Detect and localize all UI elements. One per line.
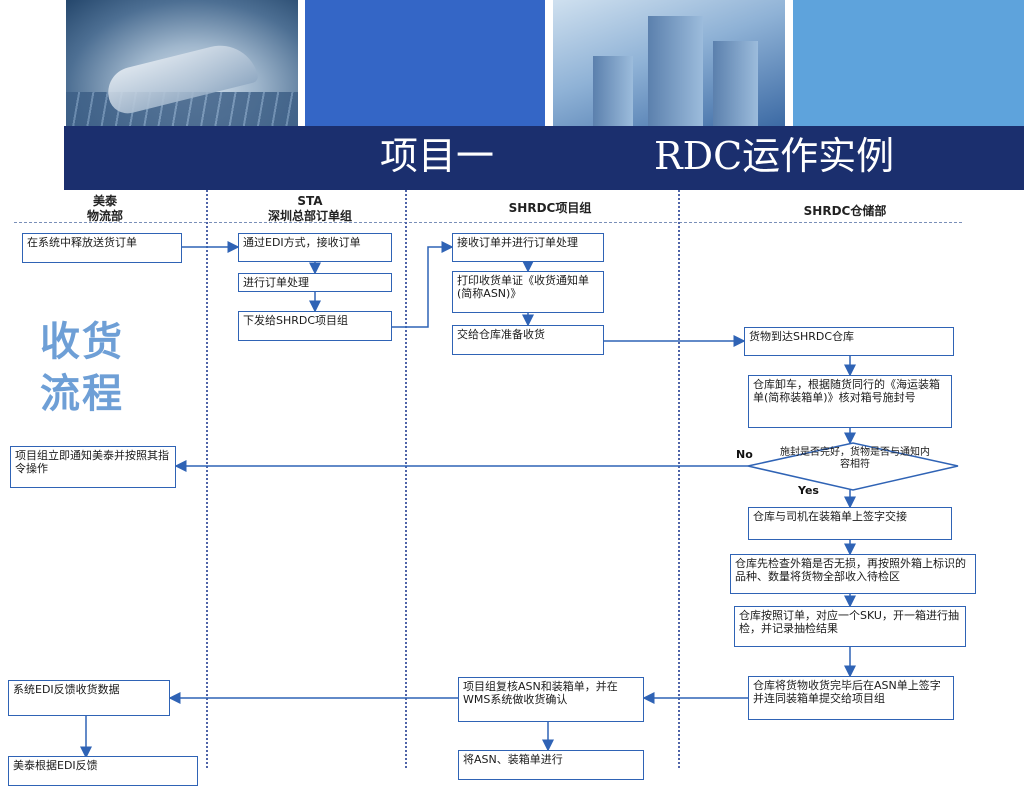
- step-sample-check: 仓库按照订单，对应一个SKU，开一箱进行抽检，并记录抽检结果: [734, 606, 966, 647]
- step-inspect-carton: 仓库先检查外箱是否无损，再按照外箱上标识的品种、数量将货物全部收入待检区: [730, 554, 976, 594]
- step-review-asn: 项目组复核ASN和装箱单，并在WMS系统做收货确认: [458, 677, 644, 722]
- lane-divider-2: [405, 190, 407, 768]
- slide-title-part2: RDC运作实例: [654, 134, 895, 178]
- step-notify-mattel: 项目组立即通知美泰并按照其指令操作: [10, 446, 176, 488]
- arrow-issue-to-project: [392, 241, 454, 328]
- step-release-order: 在系统中释放送货订单: [22, 233, 182, 263]
- step-file-asn: 将ASN、装箱单进行: [458, 750, 644, 780]
- step-process-order: 进行订单处理: [238, 273, 392, 292]
- lane-header-shrdc-warehouse: SHRDC仓储部: [803, 204, 887, 218]
- step-goods-arrive: 货物到达SHRDC仓库: [744, 327, 954, 356]
- slide-title-part1: 项目一: [380, 134, 495, 178]
- light-blue-color-block: [793, 0, 1024, 126]
- flow-connectors: [80, 241, 959, 759]
- lane-header-mattel: 美泰物流部: [86, 194, 123, 223]
- lane-header-divider: [14, 222, 962, 223]
- lane-header-shrdc-project: SHRDC项目组: [508, 201, 592, 215]
- step-hand-to-warehouse: 交给仓库准备收货: [452, 325, 604, 355]
- step-receive-process: 接收订单并进行订单处理: [452, 233, 604, 262]
- step-mattel-edi: 美泰根据EDI反馈: [8, 756, 198, 786]
- decision-diamond: [747, 442, 959, 491]
- title-band-notch: [0, 126, 64, 190]
- step-receive-complete: 仓库将货物收货完毕后在ASN单上签字并连同装箱单提交给项目组: [748, 676, 954, 720]
- decision-yes-label: Yes: [798, 484, 819, 497]
- keyboard-hands-photo: [66, 0, 298, 126]
- header-banner: [0, 0, 1024, 126]
- blue-color-block: [305, 0, 545, 126]
- step-sign-with-driver: 仓库与司机在装箱单上签字交接: [748, 507, 952, 540]
- step-print-asn: 打印收货单证《收货通知单(简称ASN)》: [452, 271, 604, 313]
- step-edi-feedback: 系统EDI反馈收货数据: [8, 680, 170, 716]
- step-receive-edi: 通过EDI方式，接收订单: [238, 233, 392, 262]
- step-issue-to-shrdc: 下发给SHRDC项目组: [238, 311, 392, 341]
- step-unload-check: 仓库卸车，根据随货同行的《海运装箱单(简称装箱单)》核对箱号施封号: [748, 375, 952, 428]
- title-band: [0, 126, 1024, 190]
- side-label-line1: 收货: [40, 318, 124, 365]
- decision-text: 施封是否完好，货物是否与通知内容相符: [780, 447, 930, 470]
- lane-divider-1: [206, 190, 208, 768]
- skyscraper-photo: [553, 0, 785, 126]
- side-label-line2: 流程: [40, 370, 124, 417]
- lane-divider-3: [678, 190, 680, 768]
- decision-no-label: No: [736, 448, 753, 461]
